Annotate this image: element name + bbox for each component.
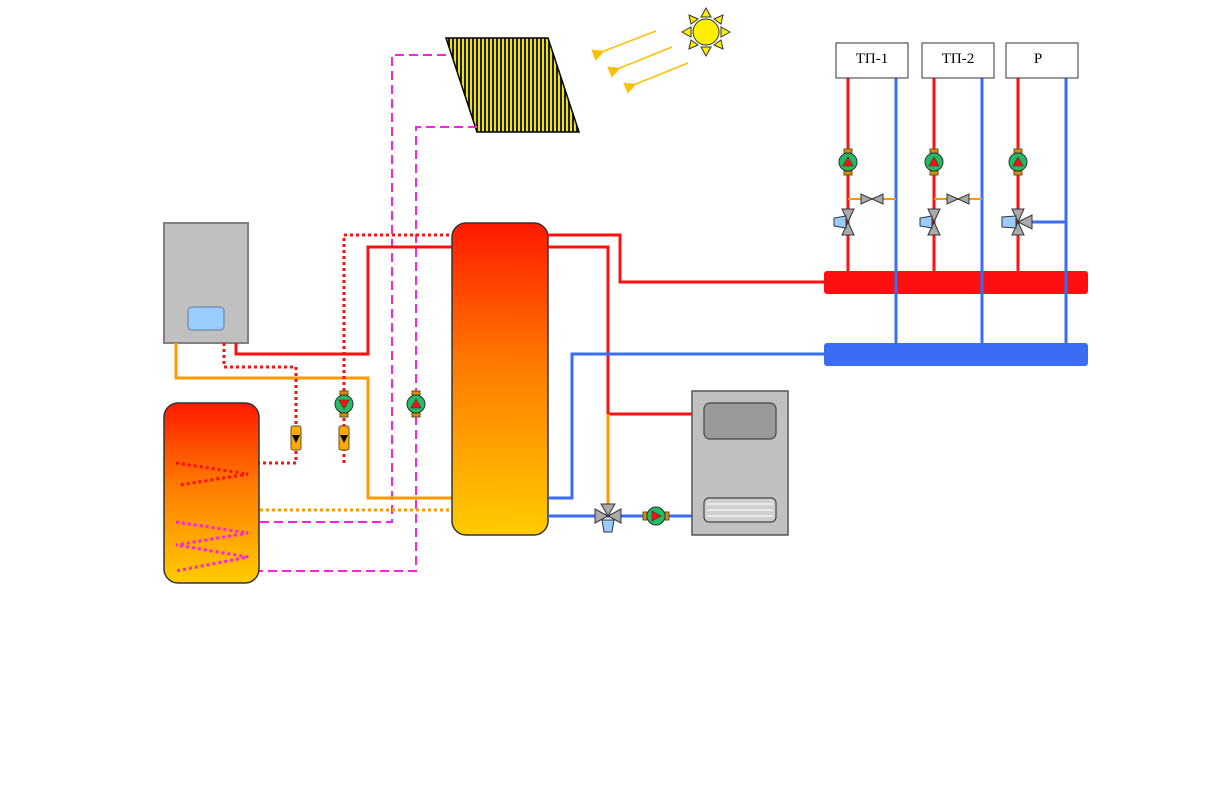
pump-icon bbox=[642, 506, 670, 526]
buffer-tank-icon bbox=[451, 222, 549, 536]
circuit-ТП-1[interactable]: ТП-1 bbox=[835, 42, 909, 79]
pump-icon bbox=[838, 148, 858, 176]
circuit-label: ТП-2 bbox=[942, 51, 975, 67]
two-way-valve-icon bbox=[946, 193, 970, 205]
zone-valve-icon bbox=[833, 208, 855, 236]
boiler-pipes bbox=[174, 233, 452, 512]
return-manifold bbox=[824, 343, 1088, 366]
check-valve-icon bbox=[338, 425, 350, 451]
solid-fuel-boiler-icon bbox=[691, 390, 789, 536]
zone-valve-icon bbox=[919, 208, 941, 236]
circuit-ТП-2[interactable]: ТП-2 bbox=[921, 42, 995, 79]
pump-icon bbox=[334, 390, 354, 418]
two-way-valve-icon bbox=[860, 193, 884, 205]
circuit-pipes bbox=[846, 78, 1068, 343]
buffer-outlet-pipes bbox=[548, 233, 824, 518]
supply-manifold bbox=[824, 271, 1088, 294]
dhw-tank-icon bbox=[163, 402, 260, 584]
pump-icon bbox=[924, 148, 944, 176]
gas-boiler-icon bbox=[163, 222, 249, 344]
solar-loop-pipes bbox=[176, 54, 477, 572]
sun-icon bbox=[680, 6, 732, 58]
three-way-valve-icon bbox=[594, 503, 622, 533]
dhw-coils bbox=[175, 461, 249, 573]
solar-collector-icon bbox=[444, 37, 581, 133]
pump-icon bbox=[406, 390, 426, 418]
three-way-valve-icon bbox=[1001, 208, 1033, 236]
circuit-label: Р bbox=[1034, 51, 1042, 67]
circuit-Р[interactable]: Р bbox=[1005, 42, 1079, 79]
sun-rays bbox=[591, 30, 689, 94]
circuit-label: ТП-1 bbox=[856, 51, 889, 67]
check-valve-icon bbox=[290, 425, 302, 451]
pump-icon bbox=[1008, 148, 1028, 176]
